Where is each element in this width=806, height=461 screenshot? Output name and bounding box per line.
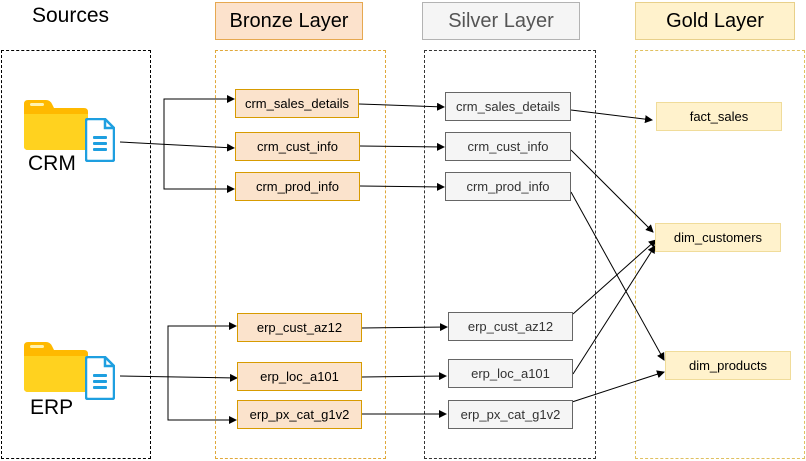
edge-silver-gold-cust — [570, 149, 654, 233]
silver-erp-cust-az12[interactable]: erp_cust_az12 — [448, 312, 573, 341]
bronze-crm-prod-info[interactable]: crm_prod_info — [235, 172, 360, 201]
edge-crm-bronze-prod — [163, 142, 235, 193]
bronze-erp-loc-a101[interactable]: erp_loc_a101 — [237, 362, 362, 391]
crm-source-label: CRM — [28, 152, 76, 175]
edge-erp-bronze-px — [167, 376, 237, 424]
edge-bronze-silver-prod — [359, 182, 445, 191]
bronze-crm-cust-info[interactable]: crm_cust_info — [235, 132, 360, 161]
edge-erp-bronze-cust — [167, 322, 237, 376]
sources-container — [1, 50, 151, 459]
edge-bronze-silver-loc — [361, 372, 447, 381]
bronze-erp-px-cat-g1v2[interactable]: erp_px_cat_g1v2 — [237, 400, 362, 429]
edge-silver-gold-prod — [570, 191, 665, 361]
silver-crm-sales-details[interactable]: crm_sales_details — [445, 92, 571, 121]
silver-erp-loc-a101[interactable]: erp_loc_a101 — [448, 359, 573, 388]
bronze-layer-title: Bronze Layer — [215, 2, 363, 40]
silver-layer-title: Silver Layer — [422, 2, 580, 40]
crm-document-icon — [84, 117, 116, 167]
silver-crm-cust-info[interactable]: crm_cust_info — [445, 132, 571, 161]
gold-dim-products[interactable]: dim_products — [665, 351, 791, 380]
bronze-erp-cust-az12[interactable]: erp_cust_az12 — [237, 313, 362, 342]
silver-container — [424, 50, 596, 459]
gold-container — [635, 50, 805, 459]
sources-title: Sources — [32, 4, 110, 27]
erp-folder-icon — [24, 340, 88, 397]
edge-crm-bronze-cust — [119, 141, 235, 152]
edge-silver-gold-erpcust — [572, 239, 657, 315]
crm-folder-icon — [24, 98, 88, 155]
edge-silver-gold-fact — [570, 109, 653, 124]
edge-silver-gold-loc — [572, 245, 656, 375]
gold-layer-title: Gold Layer — [635, 2, 795, 40]
silver-erp-px-cat-g1v2[interactable]: erp_px_cat_g1v2 — [448, 400, 573, 429]
bronze-crm-sales-details[interactable]: crm_sales_details — [235, 89, 359, 118]
edge-crm-bronze-sales — [163, 95, 235, 142]
erp-source-label: ERP — [30, 396, 74, 419]
edge-bronze-silver-cust — [359, 142, 445, 151]
edge-erp-bronze-loc — [119, 373, 238, 382]
bronze-container — [215, 50, 386, 459]
gold-fact-sales[interactable]: fact_sales — [656, 102, 782, 131]
gold-dim-customers[interactable]: dim_customers — [655, 223, 781, 252]
edge-silver-gold-px — [571, 370, 665, 403]
erp-document-icon — [84, 355, 116, 405]
edge-bronze-silver-sales — [358, 102, 445, 111]
edge-bronze-silver-erpcust — [361, 323, 448, 332]
silver-crm-prod-info[interactable]: crm_prod_info — [445, 172, 571, 201]
